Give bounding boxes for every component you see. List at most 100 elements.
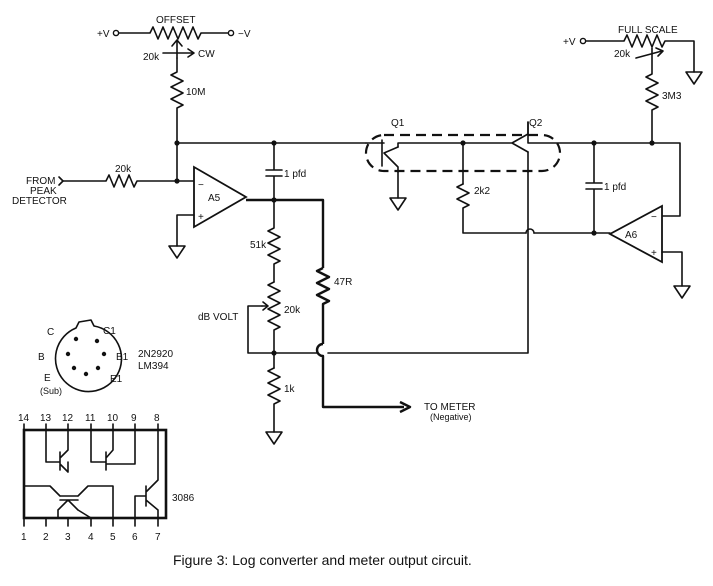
fs-pot-label: 20k: [614, 49, 631, 60]
a5-noninv-to-gnd: [176, 214, 195, 247]
potentiometer-20k: [267, 281, 281, 369]
pin-e-label: E: [44, 373, 51, 384]
from-label: FROM: [26, 176, 55, 187]
detector-label: DETECTOR: [12, 196, 67, 207]
ic-pin-6: 6: [132, 532, 138, 543]
r-10m-label: 10M: [186, 87, 205, 98]
cw-arrow: [162, 48, 195, 58]
ground-a6: [673, 285, 691, 299]
ic-pin-7: 7: [155, 532, 161, 543]
thermal-coupling-outline: [364, 133, 562, 173]
wiper-short: [247, 305, 275, 354]
ic-pin-2: 2: [43, 532, 49, 543]
pin-sub-label: (Sub): [40, 386, 62, 396]
resistor-47r: [315, 266, 331, 344]
pinout-2n2920: C C1 B B1 E E1 (Sub) 2N2920 LM394: [38, 319, 173, 396]
pin-e1-label: E1: [110, 374, 123, 385]
c-1pfd-a5-label: 1 pfd: [284, 169, 306, 180]
ic-3086-body: [22, 428, 168, 520]
full-scale-potentiometer: [585, 34, 695, 73]
ic-pin-9: 9: [131, 413, 137, 424]
ic-transistor-2: [90, 429, 136, 471]
ic-pin-12: 12: [62, 413, 74, 424]
q1-transistor: [365, 142, 399, 173]
a5-triangle: [193, 165, 248, 229]
pin-b1: [101, 351, 107, 357]
part-2n2920-label: 2N2920: [138, 349, 173, 360]
ic-3086-top-pins: 14 13 12 11 10 9 8: [18, 413, 160, 431]
fs-adjust-arrow: [635, 47, 664, 59]
q2-transistor: [462, 121, 529, 153]
pin-c1-label: C1: [103, 326, 116, 337]
ic-pin-4: 4: [88, 532, 94, 543]
meter-output-arrow: [399, 400, 412, 414]
r-3m3-label: 3M3: [662, 91, 682, 102]
plus-v-label: +V: [97, 29, 110, 40]
resistor-20k-input: [62, 174, 195, 188]
q2-base-return: [273, 171, 529, 354]
a5-plus-sign: +: [198, 212, 204, 223]
resistor-3m3: [645, 47, 659, 144]
ic-differential-pair: [23, 485, 114, 519]
matched-transistor-pair: Q1 Q2 2k2: [364, 118, 611, 234]
plus-v-fs-terminal: [579, 37, 587, 45]
output-divider: 51k 20k dB VOLT 1k 47R TO METER (Negativ…: [198, 171, 529, 445]
r-47r-label: 47R: [334, 277, 352, 288]
input-section: FROM PEAK DETECTOR 20k: [12, 142, 195, 207]
ic-3086-bottom-pins: 1 2 3 4 5 6 7: [21, 517, 161, 543]
ic-pin-10: 10: [107, 413, 119, 424]
offset-potentiometer: [118, 26, 229, 40]
a5-output-net: [246, 198, 325, 268]
figure-caption: Figure 3: Log converter and meter output…: [173, 552, 472, 568]
offset-label: OFFSET: [156, 15, 195, 26]
opamp-a6: 1 pfd − + A6 +V FULL SCALE 20k 3M3: [527, 25, 703, 299]
r-1k-label: 1k: [284, 384, 296, 395]
ic-pin-1: 1: [21, 532, 27, 543]
resistor-2k2: [456, 183, 611, 234]
ic-pin-13: 13: [40, 413, 52, 424]
capacitor-1pfd-a5: [265, 142, 283, 201]
offset-wiper: [171, 39, 183, 59]
pin-b1-label: B1: [116, 352, 129, 363]
node-10m-bus: [174, 140, 180, 146]
ic-pin-14: 14: [18, 413, 30, 424]
ground-q1: [389, 197, 407, 211]
a6-minus-sign: −: [651, 212, 657, 223]
to-meter-label: TO METER: [424, 402, 475, 413]
c-1pfd-a6-label: 1 pfd: [604, 182, 626, 193]
resistor-10m: [170, 57, 184, 144]
minus-v-terminal: [227, 29, 235, 37]
pin-b: [65, 351, 71, 357]
a6-label: A6: [625, 230, 638, 241]
a6-triangle: [608, 204, 663, 264]
ic-transistor-1: [45, 429, 69, 473]
pot-20k-label: 20k: [284, 305, 301, 316]
crossover-hop: [525, 228, 535, 234]
db-volt-wiper: [261, 301, 269, 311]
node-a6-output: [591, 230, 597, 236]
pin-c-label: C: [47, 327, 54, 338]
r-51k-label: 51k: [250, 240, 267, 251]
top-pin-stubs: [23, 423, 159, 431]
opamp-a5: − + A5 1 pfd: [168, 142, 325, 268]
ic-pin-5: 5: [110, 532, 116, 543]
offset-network: +V −V OFFSET 20k CW 10M: [97, 15, 251, 144]
ic-pin-8: 8: [154, 413, 160, 424]
ground-divider: [265, 431, 283, 445]
plus-v-terminal: [112, 29, 120, 37]
pin-sub: [83, 371, 89, 377]
resistor-1k: [267, 367, 281, 433]
capacitor-1pfd-a6: [585, 142, 603, 234]
part-3086-label: 3086: [172, 493, 195, 504]
a6-feedback-bus: [527, 121, 681, 217]
ground-full-scale: [685, 71, 703, 85]
package-outline: [54, 319, 123, 393]
pin-b-label: B: [38, 352, 45, 363]
peak-label: PEAK: [30, 186, 57, 197]
pin-e: [71, 365, 77, 371]
ic-pin-11: 11: [85, 413, 96, 424]
q2-label: Q2: [529, 118, 543, 129]
a6-plus-sign: +: [651, 248, 657, 259]
r-20k-input-label: 20k: [115, 164, 132, 175]
